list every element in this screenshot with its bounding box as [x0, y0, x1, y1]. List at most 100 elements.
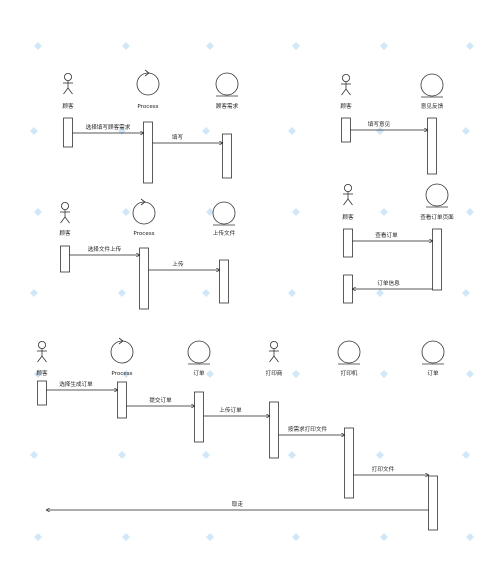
- watermark-mark-2-3: [292, 208, 300, 216]
- entity-circle: [215, 72, 239, 96]
- actor-leg-right: [345, 88, 351, 96]
- watermark-mark-2-5: [466, 208, 474, 216]
- entity-circle: [187, 340, 211, 364]
- watermark-mark-5-1: [118, 451, 126, 459]
- control-arrow: [140, 198, 146, 206]
- entity-circle: [421, 340, 445, 364]
- d3-lifeline-1-control-icon: [132, 198, 156, 225]
- d1-activation-bar-2: [222, 133, 232, 179]
- d4-lifeline-1-label: 查看订单页面: [420, 213, 454, 221]
- watermark-mark-5-2: [202, 451, 210, 459]
- d3-lifeline-1-label: Process: [133, 231, 154, 237]
- d1-message-label-1: 填写: [172, 133, 184, 141]
- watermark-mark-6-4: [380, 533, 388, 541]
- actor-leg-left: [269, 355, 275, 363]
- d5-message-label-5: 取走: [232, 500, 244, 508]
- actor-leg-right: [64, 216, 70, 224]
- d1-message-label-0: 选择填写顾客需求: [86, 123, 131, 131]
- d1-activation-bar-1: [143, 121, 153, 184]
- watermark-mark-4-4: [380, 370, 388, 378]
- d5-message-label-2: 上传订单: [219, 406, 242, 414]
- watermark-mark-1-5: [462, 127, 470, 135]
- watermark-mark-2-4: [380, 208, 388, 216]
- d5-lifeline-2-entity-icon: [187, 340, 211, 365]
- d5-activation-bar-4: [344, 427, 354, 499]
- d3-message-label-1: 上传: [172, 260, 184, 268]
- watermark-mark-4-5: [466, 370, 474, 378]
- watermark-mark-3-2: [202, 289, 210, 297]
- watermark-layer: [30, 42, 474, 541]
- actor-head: [343, 183, 352, 192]
- d5-activation-bar-2: [194, 391, 204, 443]
- d5-lifeline-2-label: 订单: [193, 369, 205, 377]
- d4-lifeline-1-entity-icon: [425, 183, 449, 208]
- d2-activation-bar-1: [427, 117, 437, 175]
- watermark-mark-4-1: [122, 370, 130, 378]
- actor-leg-left: [341, 88, 347, 96]
- watermark-mark-5-4: [376, 451, 384, 459]
- d1-lifeline-1-control-icon: [136, 69, 160, 96]
- actor-leg-right: [273, 355, 279, 363]
- d2-message-label-0: 填写意见: [368, 120, 391, 128]
- actor-leg-right: [41, 355, 47, 363]
- d4-activation-bar-1: [432, 228, 442, 291]
- entity-circle: [420, 73, 444, 97]
- watermark-mark-1-2: [202, 127, 210, 135]
- d3-activation-bar-2: [219, 259, 229, 304]
- d5-message-label-3: 按需求打印文件: [288, 425, 328, 433]
- d5-activation-bar-0: [37, 380, 47, 406]
- d1-activation-bar-0: [63, 117, 73, 148]
- watermark-mark-0-3: [292, 42, 300, 50]
- watermark-mark-2-0: [34, 208, 42, 216]
- d2-lifeline-0-label: 顾客: [340, 102, 352, 110]
- d5-activation-bar-3: [269, 401, 279, 459]
- actor-leg-left: [63, 87, 69, 95]
- d4-activation-bar-2: [343, 274, 353, 304]
- actor-leg-left: [343, 198, 349, 206]
- watermark-mark-3-4: [376, 289, 384, 297]
- d5-activation-bar-1: [117, 381, 127, 419]
- d5-lifeline-3-label: 打印商: [266, 369, 283, 377]
- d5-message-label-1: 提交订单: [149, 396, 172, 404]
- watermark-mark-6-1: [122, 533, 130, 541]
- control-circle: [110, 340, 134, 364]
- d5-lifeline-1-control-icon: [110, 337, 134, 364]
- actor-head: [64, 73, 73, 82]
- watermark-mark-6-2: [206, 533, 214, 541]
- watermark-mark-0-2: [206, 42, 214, 50]
- d3-activation-bar-0: [60, 245, 70, 273]
- d1-lifeline-1-label: Process: [137, 104, 158, 110]
- watermark-mark-1-3: [288, 127, 296, 135]
- d5-lifeline-5-label: 订单: [427, 369, 439, 377]
- d4-activation-bar-0: [343, 228, 353, 258]
- control-arrow: [118, 337, 124, 345]
- watermark-mark-4-3: [292, 370, 300, 378]
- actor-head: [61, 201, 70, 210]
- watermark-mark-0-4: [380, 42, 388, 50]
- d5-lifeline-4-entity-icon: [337, 340, 361, 365]
- d5-lifeline-3-actor-icon: [269, 340, 279, 363]
- d1-lifeline-2-label: 顾客需求: [216, 102, 239, 110]
- d1-lifeline-0-actor-icon: [63, 73, 73, 95]
- watermark-mark-1-4: [376, 127, 384, 135]
- watermark-mark-5-3: [288, 451, 296, 459]
- entity-circle: [425, 183, 449, 207]
- d3-activation-bar-1: [139, 247, 149, 310]
- actor-leg-left: [37, 355, 43, 363]
- watermark-mark-3-0: [30, 289, 38, 297]
- d4-message-label-0: 查看订单: [375, 231, 398, 239]
- watermark-mark-5-5: [462, 451, 470, 459]
- d2-lifeline-1-label: 意见反馈: [421, 102, 444, 110]
- d3-lifeline-2-entity-icon: [212, 201, 236, 226]
- watermark-mark-6-5: [466, 533, 474, 541]
- watermark-mark-4-0: [34, 370, 42, 378]
- actor-head: [38, 340, 47, 349]
- actor-leg-right: [347, 198, 353, 206]
- d2-lifeline-0-actor-icon: [341, 74, 351, 96]
- actor-leg-left: [60, 216, 66, 224]
- d1-lifeline-2-entity-icon: [215, 72, 239, 97]
- d5-lifeline-0-label: 顾客: [36, 369, 48, 377]
- d4-message-label-1: 订单信息: [377, 279, 400, 287]
- watermark-mark-3-3: [288, 289, 296, 297]
- entity-circle: [212, 201, 236, 225]
